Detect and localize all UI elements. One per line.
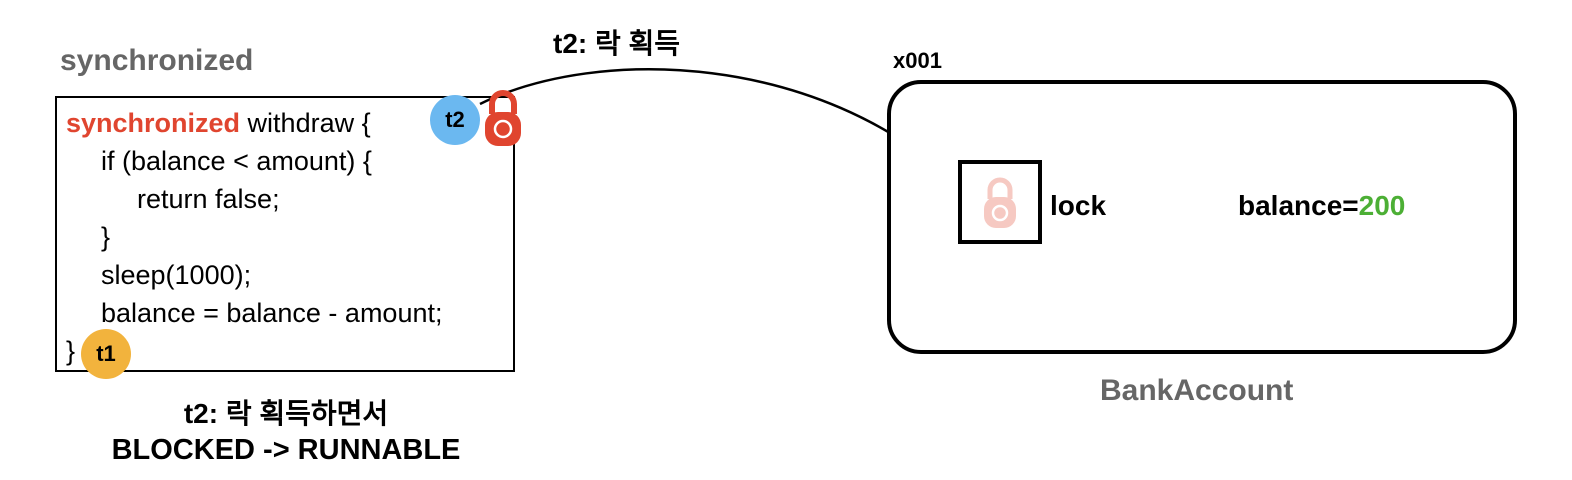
- code-line-5: sleep(1000);: [101, 260, 252, 290]
- lock-label: lock: [1050, 190, 1107, 221]
- balance-field: balance=200: [1238, 190, 1405, 222]
- code-line-3: return false;: [137, 184, 280, 214]
- thread-t1-badge: t1: [81, 329, 131, 379]
- code-line-6: balance = balance - amount;: [101, 298, 443, 328]
- thread-t2-label: t2: [445, 107, 465, 132]
- code-keyword: synchronized: [66, 108, 241, 138]
- code-block: synchronized withdraw { if (balance < am…: [55, 96, 515, 372]
- thread-t2-badge: t2: [430, 95, 480, 145]
- lock-box: [958, 160, 1042, 244]
- thread-t1-label: t1: [96, 341, 116, 366]
- lock-icon: [485, 90, 521, 146]
- code-line-1-text: withdraw {: [240, 108, 371, 138]
- code-line-7: }: [66, 336, 76, 366]
- section-title: synchronized: [60, 44, 254, 77]
- arrow-label: t2: 락 획득: [553, 28, 681, 59]
- object-class-name: BankAccount: [1100, 374, 1294, 407]
- balance-value: 200: [1358, 190, 1406, 221]
- code-line-4: }: [101, 222, 111, 252]
- code-line-2: if (balance < amount) {: [101, 146, 372, 176]
- caption-line-1: t2: 락 획득하면서: [183, 398, 389, 429]
- object-reference: x001: [893, 48, 942, 73]
- lock-icon-faded: [984, 177, 1016, 228]
- code-line-1: synchronized withdraw {: [66, 106, 371, 140]
- balance-label: balance=: [1238, 190, 1359, 221]
- caption-line-2: BLOCKED -> RUNNABLE: [111, 434, 461, 466]
